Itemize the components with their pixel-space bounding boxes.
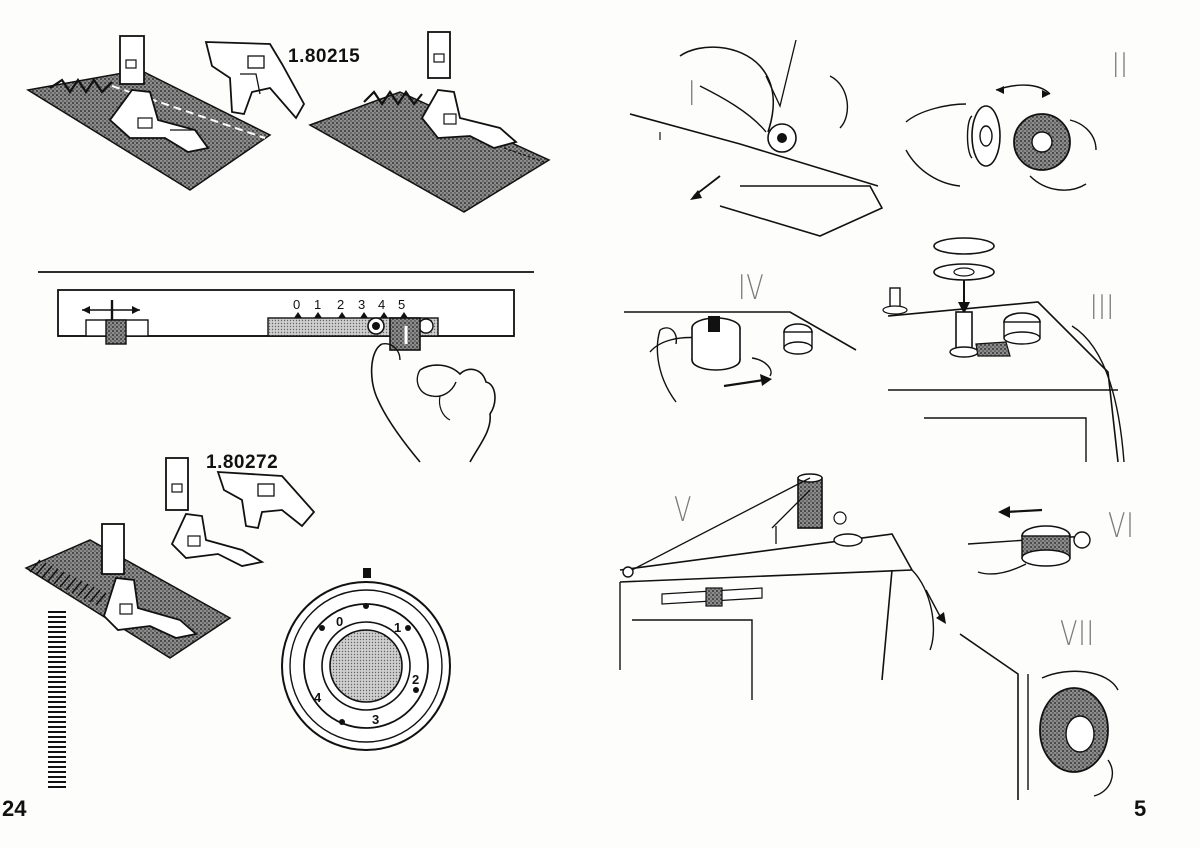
dial-number: 2 (412, 672, 420, 687)
dial-number: 1 (394, 620, 402, 635)
step-iii-place-bobbin-illustration (882, 237, 1125, 463)
satin-stitch-foot-illustration (165, 457, 316, 567)
step-v-thread-winding-illustration (619, 473, 946, 700)
part-number-label: 1.80272 (206, 452, 279, 473)
page-number-right: 5 (1134, 796, 1147, 821)
section-divider (38, 271, 534, 273)
scale-number: 0 (293, 297, 301, 312)
zigzag-foot-on-fabric-illustration (25, 35, 272, 191)
step-label: III (1090, 288, 1115, 328)
step-label: VII (1060, 614, 1095, 654)
part-number-label: 1.80215 (288, 46, 361, 67)
scale-number: 5 (398, 297, 406, 312)
dial-number: 4 (314, 690, 322, 705)
step-label: IV (738, 268, 765, 308)
step-label: VI (1108, 506, 1135, 546)
edge-stitch-foot-illustration (308, 31, 551, 213)
step-vi-remove-bobbin-illustration (967, 506, 1091, 575)
scale-number: 4 (378, 297, 386, 312)
step-label: I (688, 74, 697, 114)
foot-sole-part-illustration (204, 41, 306, 120)
stitch-length-dial-illustration (281, 568, 451, 751)
step-vii-insert-bobbin-case-illustration (959, 633, 1119, 800)
scale-number: 3 (358, 297, 366, 312)
scale-number: 2 (337, 297, 345, 312)
step-iv-bobbin-winder-illustration (624, 311, 857, 403)
hand-pressing-slider-illustration (370, 343, 496, 463)
step-i-remove-bobbin-illustration (629, 39, 884, 237)
page-number-left: 24 (2, 796, 27, 821)
dial-number: 3 (372, 712, 380, 727)
satin-stitch-on-fabric-illustration (24, 523, 232, 659)
satin-stitch-sample-illustration (48, 610, 66, 790)
step-ii-bobbin-and-case-illustration (905, 84, 1097, 191)
stitch-width-slider-illustration (57, 289, 515, 351)
step-label: V (674, 490, 693, 530)
dial-number: 0 (336, 614, 344, 629)
step-label: II (1112, 46, 1129, 86)
scale-number: 1 (314, 297, 322, 312)
